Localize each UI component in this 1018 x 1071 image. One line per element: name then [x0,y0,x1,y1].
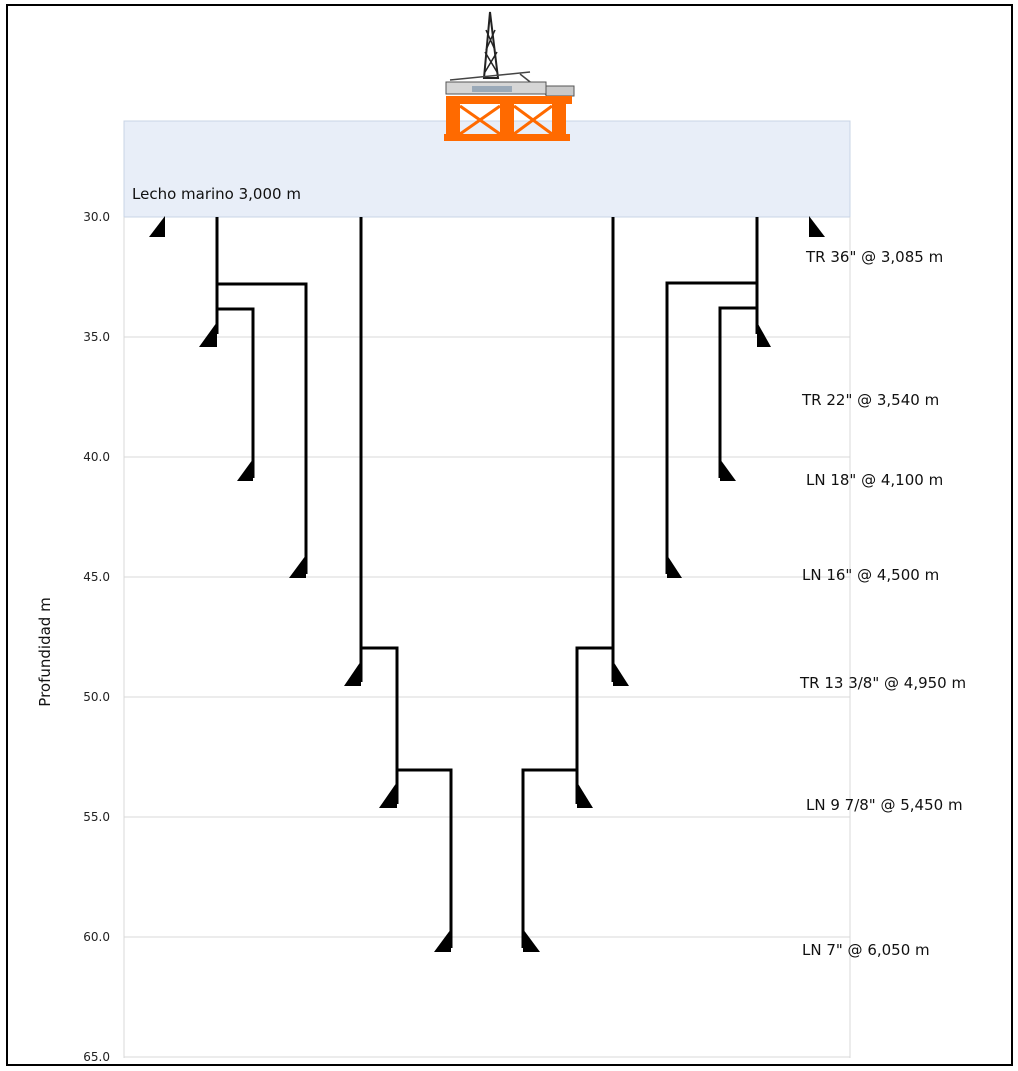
shoe-36-left [149,216,165,237]
casing-label-1: TR 36" @ 3,085 m [805,248,943,266]
y-axis-ticks: 30.0 35.0 40.0 45.0 50.0 55.0 60.0 65.0 [83,210,110,1064]
casing-18-left [217,307,255,478]
shoe-13-3-8-right [613,661,629,686]
drilling-platform-icon [444,11,575,141]
y-tick-label: 65.0 [83,1050,110,1064]
shoe-18-left [237,459,253,481]
shoe-36-right [809,216,825,237]
y-tick-label: 50.0 [83,690,110,704]
casing-7-right [521,768,577,948]
shoe-9-7-8-left [379,782,397,808]
casing-labels: TR 36" @ 3,085 m TR 22" @ 3,540 m LN 18"… [799,248,966,959]
casing-7-left [397,768,453,948]
shoe-7-right [523,929,540,952]
shoe-16-left [289,555,306,578]
shoe-22-right [757,322,771,347]
casing-label-2: TR 22" @ 3,540 m [801,391,939,409]
casing-9-7-8-left [361,646,399,804]
y-axis-label: Profundidad m [36,597,54,706]
y-tick-label: 45.0 [83,570,110,584]
y-tick-label: 60.0 [83,930,110,944]
shoe-9-7-8-right [577,782,593,808]
casing-label-6: LN 9 7/8" @ 5,450 m [806,796,963,814]
casing-9-7-8-right [575,646,613,804]
shoe-16-right [667,555,682,578]
y-tick-label: 35.0 [83,330,110,344]
casing-18-right [718,306,757,478]
casing-shoes [149,216,825,952]
shoe-22-left [199,322,217,347]
seabed-label: Lecho marino 3,000 m [132,185,301,203]
casing-16-left [217,282,308,574]
casing-label-7: LN 7" @ 6,050 m [802,941,930,959]
casing-label-5: TR 13 3/8" @ 4,950 m [799,674,966,692]
casing-label-3: LN 18" @ 4,100 m [806,471,943,489]
casing-strings [215,217,759,948]
y-tick-label: 40.0 [83,450,110,464]
shoe-7-left [434,929,451,952]
y-tick-label: 55.0 [83,810,110,824]
shoe-13-3-8-left [344,661,361,686]
y-tick-label: 30.0 [83,210,110,224]
casing-16-right [665,281,757,574]
shoe-18-right [720,459,736,481]
casing-label-4: LN 16" @ 4,500 m [802,566,939,584]
grid-lines [124,336,850,1058]
